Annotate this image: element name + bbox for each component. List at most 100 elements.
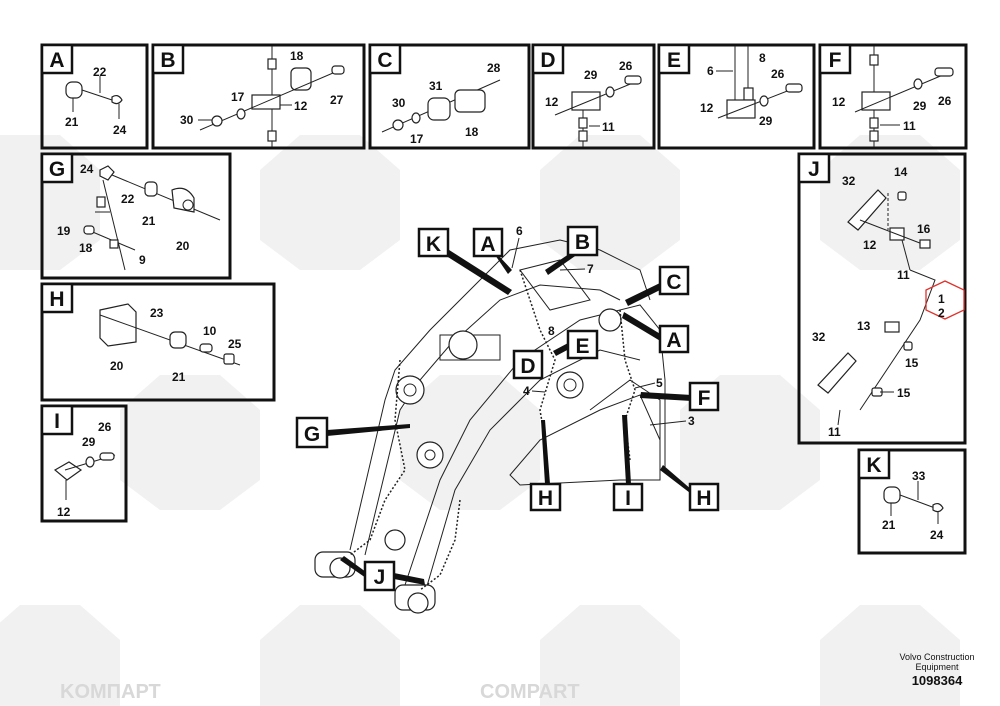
part-number-label: 1	[938, 292, 945, 306]
part-number-label: 17	[231, 90, 245, 104]
part-number-label: 18	[465, 125, 479, 139]
callout-h: H	[538, 487, 553, 510]
highlight-hexagon	[925, 280, 965, 320]
callout-c: C	[666, 271, 681, 294]
part-number-label: 27	[330, 93, 344, 107]
part-number-label: 24	[930, 528, 944, 542]
callout-k: K	[426, 233, 441, 256]
part-number-label: 32	[812, 330, 826, 344]
part-number-label: 6	[516, 224, 523, 238]
part-number-label: 19	[57, 224, 71, 238]
panel-letter: J	[808, 158, 820, 181]
part-number-label: 29	[759, 114, 773, 128]
part-number-label: 20	[110, 359, 124, 373]
part-number-label: 26	[938, 94, 952, 108]
part-number-label: 6	[707, 64, 714, 78]
part-number-label: 4	[523, 384, 530, 398]
panel-letter: H	[49, 288, 64, 311]
part-number-label: 18	[79, 241, 93, 255]
part-number-label: 24	[113, 123, 127, 137]
panel-letter: E	[667, 49, 681, 72]
part-number-label: 16	[917, 222, 931, 236]
part-number-label: 24	[80, 162, 94, 176]
part-number-label: 12	[545, 95, 559, 109]
watermark-text: KOMПАРТ COMPART	[60, 681, 580, 703]
part-number-label: 26	[771, 67, 785, 81]
detail-panel-c: C 28 31 30 17 18	[368, 43, 531, 150]
detail-panel-b: B 18 17 12 27 30	[151, 43, 366, 150]
panel-letter: B	[160, 49, 175, 72]
part-number-label: 21	[65, 115, 79, 129]
part-number-label: 11	[602, 120, 615, 134]
part-number-label: 26	[98, 420, 112, 434]
part-number-label: 21	[172, 370, 186, 384]
part-number-label: 23	[150, 306, 164, 320]
part-number-label: 11	[903, 119, 916, 133]
part-number-label: 33	[912, 469, 926, 483]
detail-panel-a: A 22 21 24	[40, 43, 149, 150]
part-number-label: 9	[139, 253, 146, 267]
callout-a: A	[666, 329, 681, 352]
part-number-label: 32	[842, 174, 856, 188]
panel-letter: I	[54, 410, 60, 433]
main-callouts: K A B C A E D F G H I H J	[295, 225, 720, 592]
part-number-label: 11	[897, 268, 910, 282]
panel-letter: A	[49, 49, 64, 72]
detail-panel-g: G 24 22 21 20 19 18 9	[40, 152, 232, 280]
callout-e: E	[575, 335, 589, 358]
part-number-label: 12	[700, 101, 714, 115]
part-number-label: 22	[93, 65, 107, 79]
part-number-label: 26	[619, 59, 633, 73]
detail-panel-e: E 8 6 26 12 29	[657, 43, 816, 150]
callout-g: G	[304, 423, 320, 446]
detail-panel-f: F 12 29 26 11	[818, 43, 968, 150]
company-name: Volvo Construction	[899, 652, 974, 662]
panel-letter: D	[540, 49, 555, 72]
part-number-label: 18	[290, 49, 304, 63]
part-number-label: 8	[548, 324, 555, 338]
main-part-numbers: 6 7 8 4 5 3	[511, 224, 695, 428]
callout-a: A	[480, 233, 495, 256]
watermark-text-b: COMPART	[480, 681, 580, 703]
part-number-label: 20	[176, 239, 190, 253]
panel-letter: C	[377, 49, 392, 72]
part-number-label: 14	[894, 165, 908, 179]
part-number-label: 12	[863, 238, 877, 252]
detail-panel-h: H 23 10 25 20 21	[40, 282, 276, 402]
panel-letter: F	[829, 49, 842, 72]
callout-d: D	[520, 355, 535, 378]
part-number-label: 17	[410, 132, 424, 146]
part-number-label: 25	[228, 337, 242, 351]
part-number-label: 29	[913, 99, 927, 113]
detail-panel-d: D 29 26 12 11	[531, 43, 656, 150]
callout-j: J	[374, 566, 386, 589]
panel-letter: G	[49, 158, 65, 181]
part-number-label: 15	[897, 386, 911, 400]
company-name-line2: Equipment	[915, 662, 959, 672]
part-number-label: 11	[828, 425, 841, 439]
part-number-label: 8	[759, 51, 766, 65]
part-number-label: 28	[487, 61, 501, 75]
part-number-label: 30	[392, 96, 406, 110]
part-number-label: 22	[121, 192, 135, 206]
part-number-label: 7	[587, 262, 594, 276]
part-number-label: 29	[584, 68, 598, 82]
panel-letter: K	[866, 454, 881, 477]
part-number-label: 10	[203, 324, 217, 338]
part-number-label: 12	[832, 95, 846, 109]
detail-panel-k: K 33 21 24	[857, 448, 967, 555]
part-number-label: 15	[905, 356, 919, 370]
part-number-label: 12	[57, 505, 71, 519]
part-number-label: 12	[294, 99, 308, 113]
part-number-label: 3	[688, 414, 695, 428]
part-number-label: 21	[142, 214, 156, 228]
part-number-label: 29	[82, 435, 96, 449]
part-number-label: 13	[857, 319, 871, 333]
part-number-label: 5	[656, 376, 663, 390]
loader-arm-drawing	[314, 239, 666, 614]
callout-b: B	[575, 231, 590, 254]
detail-panel-i: I 26 29 12	[40, 404, 128, 523]
part-number-label: 31	[429, 79, 443, 93]
part-number-label: 21	[882, 518, 896, 532]
